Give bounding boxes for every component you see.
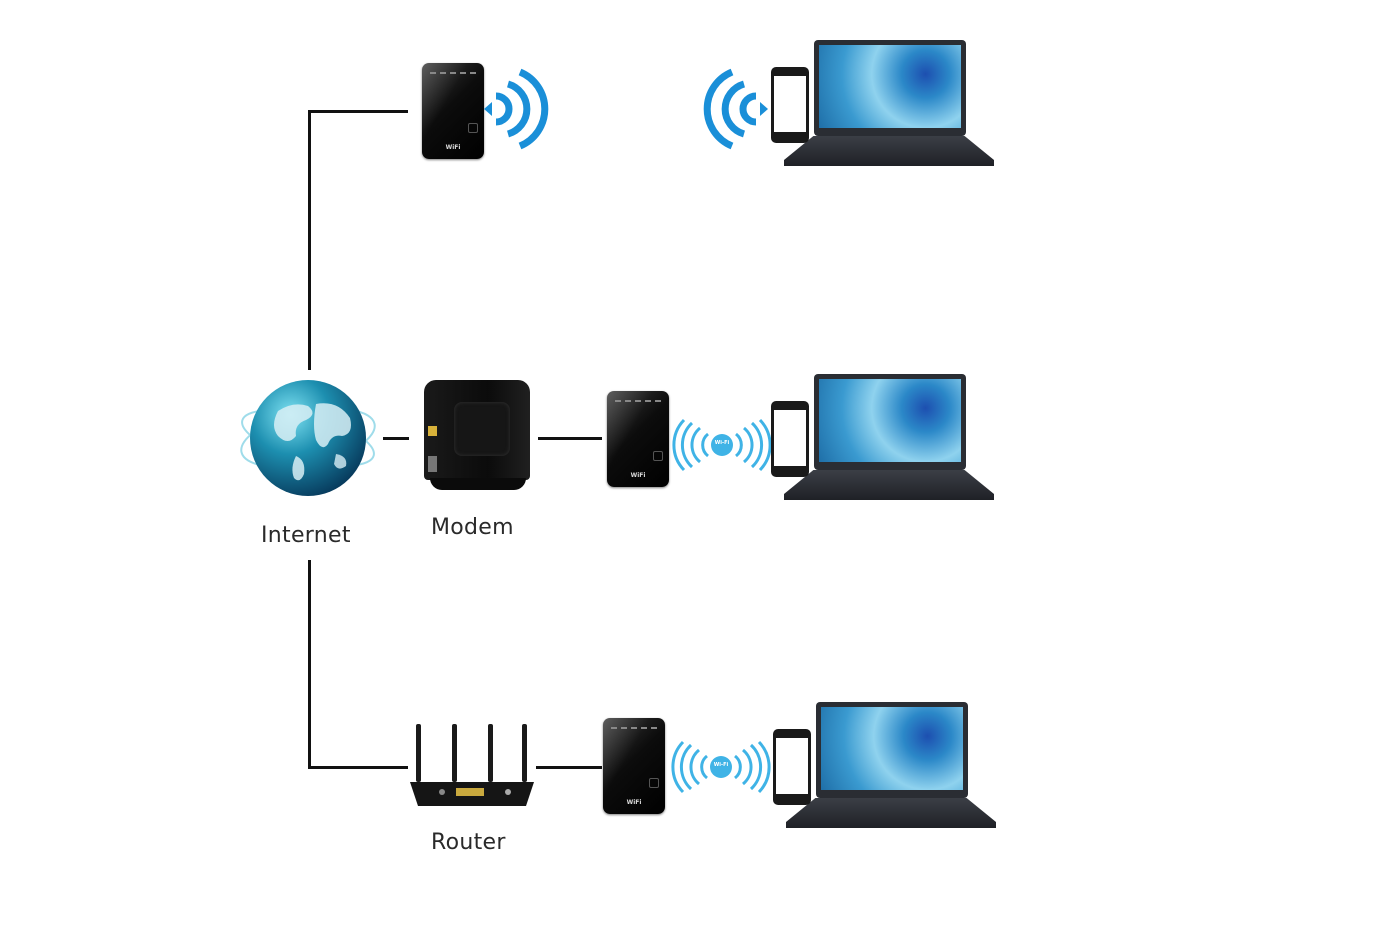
ethernet-port — [428, 426, 437, 436]
wifi-badge-icon — [671, 740, 771, 794]
wifi-signal-icon — [703, 68, 768, 150]
laptop-top — [784, 40, 994, 170]
globe-icon — [240, 380, 376, 496]
phone-bottom — [773, 729, 811, 805]
connector-top-vertical — [308, 110, 311, 370]
repeater-logo: WiFi — [445, 144, 461, 151]
laptop-screen — [819, 45, 961, 128]
connector-bottom-horizontal — [308, 766, 408, 769]
wifi-badge-text: Wi-Fi — [714, 440, 730, 446]
laptop-bottom — [786, 702, 996, 832]
laptop-screen — [819, 379, 961, 462]
connector-top-horizontal — [308, 110, 408, 113]
connector-bottom-vertical — [308, 560, 311, 769]
router-label: Router — [431, 830, 506, 855]
repeater-bottom: WiFi — [603, 718, 665, 814]
wifi-badge-icon — [672, 418, 772, 472]
repeater-top: WiFi — [422, 63, 484, 159]
laptop-screen — [821, 707, 963, 790]
modem-label: Modem — [431, 515, 514, 540]
modem-device — [424, 378, 530, 490]
connector-router-repeater — [536, 766, 602, 769]
laptop-middle — [784, 374, 994, 504]
connector-modem-repeater — [538, 437, 602, 440]
phone-middle — [771, 401, 809, 477]
internet-label: Internet — [261, 523, 351, 548]
repeater-logo: WiFi — [630, 472, 646, 479]
connector-internet-modem — [383, 437, 409, 440]
repeater-middle: WiFi — [607, 391, 669, 487]
phone-top — [771, 67, 809, 143]
repeater-logo: WiFi — [626, 799, 642, 806]
wifi-badge-text: Wi-Fi — [713, 762, 729, 768]
wifi-signal-icon — [484, 68, 549, 150]
router-device — [410, 724, 534, 806]
